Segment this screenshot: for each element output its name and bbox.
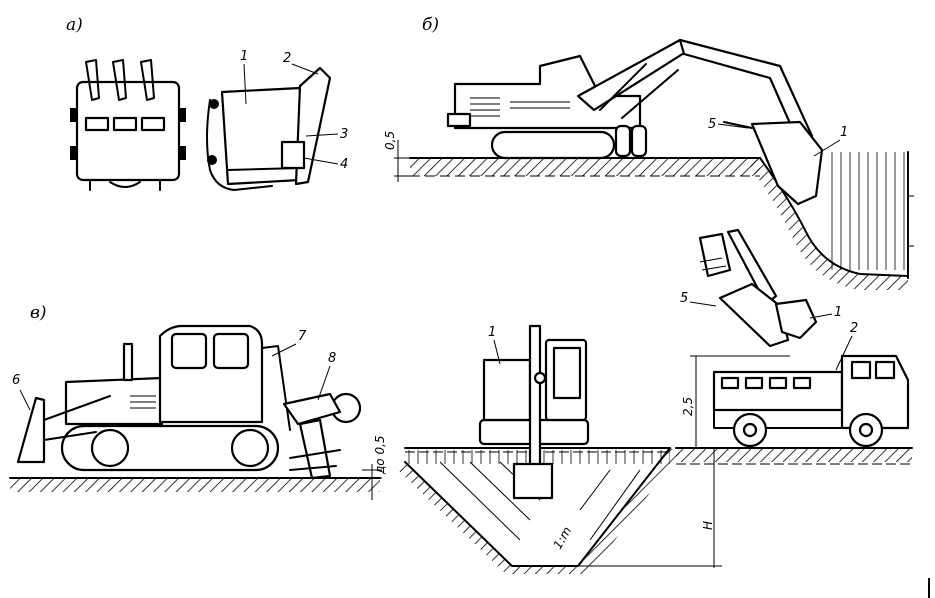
bucket-front-view [70,59,186,191]
callout-v-6: 6 [12,373,20,388]
panel-label-a: а) [66,15,83,35]
panel-label-b: б) [422,15,439,35]
panel-v: в) до 0,5 6 7 8 [9,303,387,500]
callout-t-5: 5 [680,291,688,306]
dump-truck [712,354,910,448]
excavator-b [446,38,824,206]
callout-a-3: 3 [340,127,348,142]
panel-trench: 1:m H 1 5 1 [398,228,913,574]
bucket-side-view [206,66,332,191]
callout-a-4: 4 [340,157,348,172]
excavator-front [478,324,590,500]
panel-a-callouts: 1 2 3 4 [240,49,348,172]
callout-t-1: 1 [488,325,496,340]
callout-a-2: 2 [283,51,291,66]
dim-depth-top: 0,5 [383,131,397,150]
dim-loading-height: 2,5 [681,397,695,416]
bulldozer [16,324,362,480]
callout-t-2: 2 [850,321,858,336]
bucket-dumping [698,228,818,348]
panel-b: б) 0,5 5 1 [383,15,914,290]
callout-a-1: 1 [240,49,248,64]
panel-label-v: в) [30,303,47,323]
panel-a: а) 1 2 3 [66,15,348,191]
callout-b-1: 1 [840,125,848,140]
callout-v-7: 7 [298,329,307,344]
callout-b-5: 5 [708,117,716,132]
callout-t-1b: 1 [834,305,842,320]
dim-ripper-depth: до 0,5 [373,435,387,475]
dim-slope: 1:m [550,524,574,551]
callout-v-8: 8 [328,351,336,366]
dim-trench-depth: H [701,521,715,530]
